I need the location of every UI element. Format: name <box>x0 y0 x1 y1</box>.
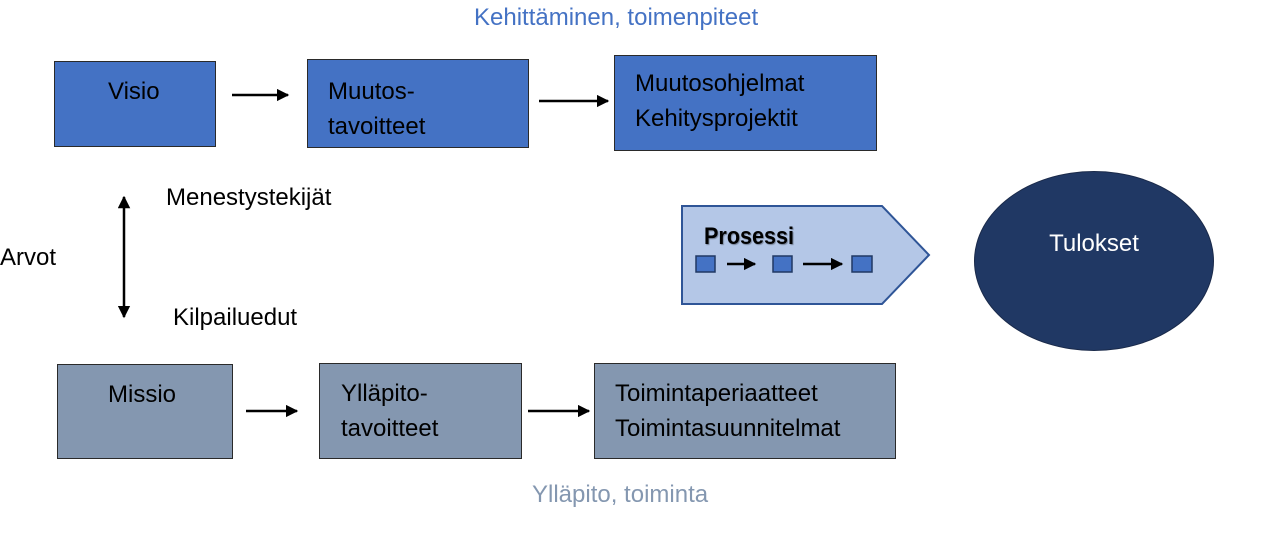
maintenance-goals-line1: Ylläpito- <box>341 380 428 407</box>
change-goals-box: Muutos- tavoitteet <box>307 59 529 148</box>
visio-label: Visio <box>108 78 160 105</box>
process-step-2 <box>772 255 793 273</box>
change-goals-line1: Muutos- <box>328 78 415 105</box>
operating-plans-box: Toimintaperiaatteet Toimintasuunnitelmat <box>594 363 896 459</box>
process-title: Prosessi <box>704 223 795 250</box>
process-shape <box>681 205 931 305</box>
visio-box: Visio <box>54 61 216 147</box>
maintenance-goals-box: Ylläpito- tavoitteet <box>319 363 522 459</box>
operating-plans-line2: Toimintasuunnitelmat <box>615 415 841 442</box>
change-programs-line2: Kehitysprojektit <box>635 105 798 132</box>
results-label: Tulokset <box>1049 230 1139 257</box>
process-step-1 <box>695 255 716 273</box>
missio-label: Missio <box>108 381 177 408</box>
arvot-label: Arvot <box>0 244 57 271</box>
development-heading: Kehittäminen, toimenpiteet <box>474 4 759 31</box>
maintenance-goals-line2: tavoitteet <box>341 415 439 442</box>
process-step-3 <box>851 255 873 273</box>
competition-label: Kilpailuedut <box>173 304 298 331</box>
results-circle: Tulokset <box>974 171 1214 351</box>
operating-plans-line1: Toimintaperiaatteet <box>615 380 818 407</box>
maintenance-heading: Ylläpito, toiminta <box>532 481 709 508</box>
missio-box: Missio <box>57 364 233 459</box>
success-factors-label: Menestystekijät <box>166 184 332 211</box>
change-programs-box: Muutosohjelmat Kehitysprojektit <box>614 55 877 151</box>
change-programs-line1: Muutosohjelmat <box>635 70 805 97</box>
change-goals-line2: tavoitteet <box>328 113 426 140</box>
